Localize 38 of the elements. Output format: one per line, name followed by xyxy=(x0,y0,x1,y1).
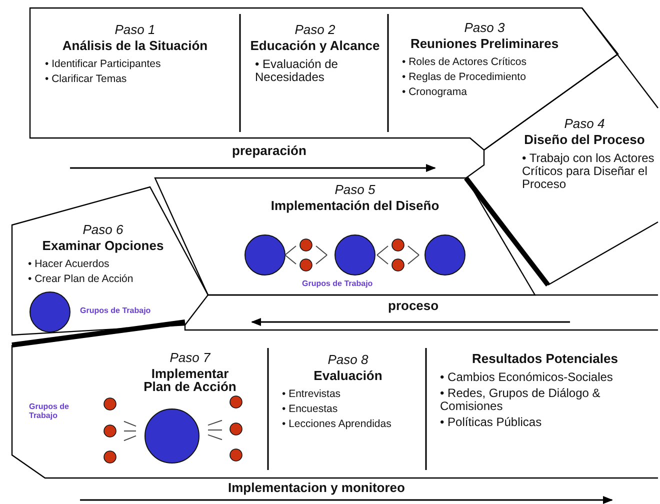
step-title: Resultados Potenciales xyxy=(471,352,619,365)
bullet-item: • Roles de Actores Críticos xyxy=(402,56,528,68)
phase-label: proceso xyxy=(388,298,439,313)
step-title: Implementar Plan de Acción xyxy=(142,367,238,393)
step-title: Implementación del Diseño xyxy=(270,199,440,212)
bullet-item: • Redes, Grupos de Diálogo & Comisiones xyxy=(440,387,602,413)
step-title: Examinar Opciones xyxy=(41,239,165,252)
group-caption: Grupos de Trabajo xyxy=(302,279,373,288)
bullet-item: • Hacer Acuerdos xyxy=(28,258,110,270)
bullet-item: • Cronograma xyxy=(402,86,468,98)
bullet-item: • Evaluación de Necesidades xyxy=(255,58,339,84)
group-caption: Grupos de Trabajo xyxy=(29,402,69,420)
bullet-item: • Crear Plan de Acción xyxy=(28,273,134,285)
step-number: Paso 8 xyxy=(326,352,370,367)
bullet-item: • Políticas Públicas xyxy=(440,416,543,429)
step-number: Paso 6 xyxy=(82,222,124,237)
step-title: Evaluación xyxy=(312,369,384,382)
phase-label: preparación xyxy=(232,143,306,158)
step-number: Paso 4 xyxy=(563,116,606,131)
bullet-item: • Trabajo con los Actores Críticos para Diseñar el Proceso xyxy=(522,152,656,191)
step-number: Paso 7 xyxy=(168,350,212,365)
step-title: Diseño del Proceso xyxy=(523,133,646,146)
bullet-item: • Reglas de Procedimiento xyxy=(402,71,527,83)
bullet-item: • Identificar Participantes xyxy=(45,58,162,70)
step-number: Paso 3 xyxy=(463,20,506,35)
step-title: Educación y Alcance xyxy=(249,39,381,52)
step-title: Análisis de la Situación xyxy=(61,39,209,52)
step-number: Paso 1 xyxy=(114,22,156,37)
bullet-item: • Clarificar Temas xyxy=(45,73,128,85)
group-caption: Grupos de Trabajo xyxy=(80,306,151,315)
bullet-item: • Lecciones Aprendidas xyxy=(282,418,392,430)
bullet-item: • Cambios Económicos-Sociales xyxy=(440,371,614,384)
bullet-item: • Entrevistas xyxy=(282,388,342,400)
step-number: Paso 2 xyxy=(294,22,336,37)
step-number: Paso 5 xyxy=(334,182,376,197)
bullet-item: • Encuestas xyxy=(282,403,339,415)
step-title: Reuniones Preliminares xyxy=(409,37,560,50)
phase-label: Implementacion y monitoreo xyxy=(228,480,405,495)
